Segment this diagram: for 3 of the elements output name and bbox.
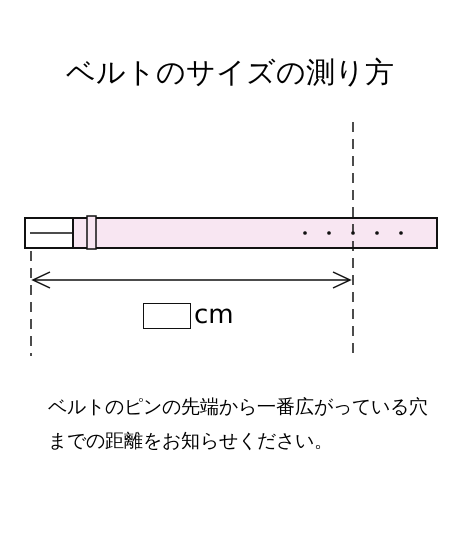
unit-label: cm — [194, 299, 234, 332]
instruction-text: ベルトのピンの先端から一番広がっている穴までの距離をお知らせください。 — [48, 395, 428, 454]
title: ベルトのサイズの測り方 — [65, 54, 395, 91]
